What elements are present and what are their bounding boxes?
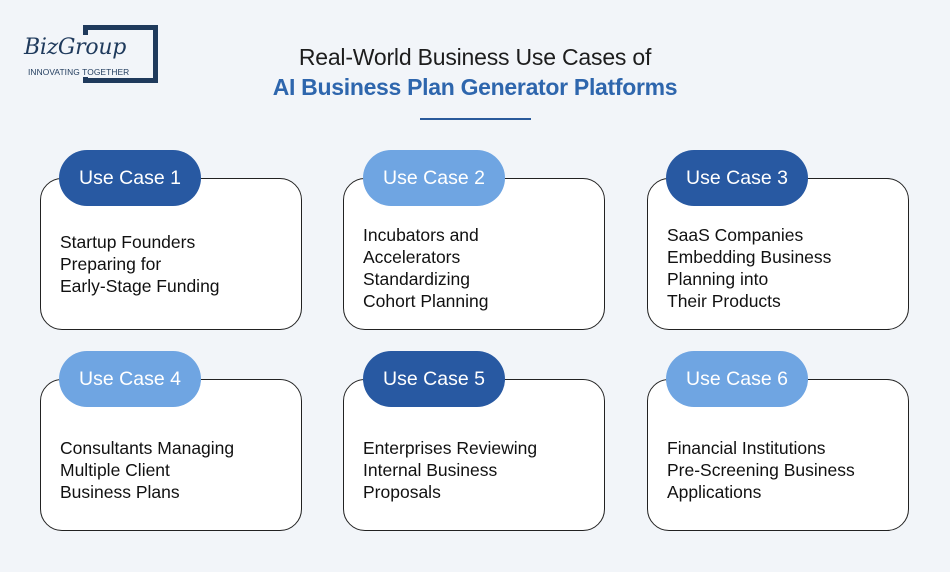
- logo-wordmark: BizGroup: [24, 35, 128, 60]
- use-case-badge-2: Use Case 2: [363, 150, 505, 206]
- use-case-text: SaaS Companies Embedding Business Planni…: [667, 225, 832, 311]
- use-case-text: Consultants Managing Multiple Client Bus…: [60, 438, 235, 502]
- title-underline: [420, 118, 531, 120]
- bizgroup-logo: BizGroup INNOVATING TOGETHER: [22, 24, 162, 86]
- use-case-badge-6: Use Case 6: [666, 351, 808, 407]
- use-case-badge-4: Use Case 4: [59, 351, 201, 407]
- use-case-badge-3: Use Case 3: [666, 150, 808, 206]
- logo-frame: [83, 25, 158, 83]
- use-case-text: Financial Institutions Pre-Screening Bus…: [667, 438, 855, 502]
- logo-tagline: INNOVATING TOGETHER: [28, 67, 132, 77]
- page-title: Real-World Business Use Cases of AI Busi…: [0, 42, 950, 102]
- use-case-text: Incubators and Accelerators Standardizin…: [363, 225, 489, 311]
- use-case-text: Startup Founders Preparing for Early-Sta…: [60, 232, 220, 296]
- use-case-text: Enterprises Reviewing Internal Business …: [363, 438, 538, 502]
- use-case-badge-1: Use Case 1: [59, 150, 201, 206]
- title-line-1: Real-World Business Use Cases of: [298, 44, 652, 70]
- use-case-badge-5: Use Case 5: [363, 351, 505, 407]
- title-line-2: AI Business Plan Generator Platforms: [272, 74, 678, 100]
